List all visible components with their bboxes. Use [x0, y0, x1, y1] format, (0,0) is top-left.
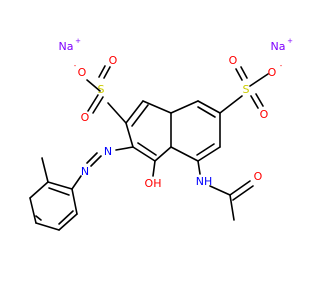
- atom-s-left: S: [98, 83, 105, 96]
- bond: [29, 181, 49, 199]
- atom-o-left-anion: O: [78, 66, 87, 79]
- charge-o-right-anion: -: [280, 62, 283, 70]
- bond: [29, 197, 37, 224]
- bond: [235, 68, 243, 81]
- bond: [197, 146, 221, 162]
- bond: [87, 94, 99, 112]
- bond: [170, 100, 199, 114]
- bonds: [29, 65, 269, 231]
- bond: [154, 146, 172, 162]
- bond: [196, 143, 215, 156]
- bond: [47, 181, 73, 190]
- bond: [125, 122, 134, 148]
- bond: [92, 96, 104, 114]
- bond: [152, 160, 156, 177]
- bond: [219, 95, 243, 114]
- bond: [229, 180, 251, 196]
- bond: [48, 187, 70, 196]
- bond: [255, 93, 264, 107]
- atom-amide-o: O: [254, 170, 263, 183]
- bond: [249, 73, 269, 87]
- charge-o-left-anion: -: [74, 62, 77, 70]
- atom-o-right-top: O: [229, 54, 238, 67]
- atom-hydroxyl: OH: [145, 177, 162, 190]
- atom-n-azo-2: N: [81, 165, 89, 178]
- charge-na-right: +: [287, 37, 293, 45]
- bond: [86, 79, 101, 92]
- bond: [103, 66, 111, 79]
- bond: [137, 142, 157, 156]
- molecule-diagram: Na + O - S O O Na + O - S O O N N OH NH …: [29, 37, 294, 231]
- bond: [229, 194, 235, 221]
- bond: [125, 100, 144, 124]
- bond: [86, 152, 98, 164]
- atom-o-left-bottom: O: [81, 111, 90, 124]
- bond: [58, 213, 78, 231]
- atom-na-left: Na: [59, 40, 74, 53]
- bond: [58, 210, 74, 225]
- atom-n-azo-1: N: [104, 145, 112, 158]
- bond: [197, 160, 201, 175]
- bond: [209, 185, 231, 196]
- atom-o-right-anion: O: [268, 66, 277, 79]
- bond: [71, 188, 78, 215]
- atom-na-right: Na: [271, 40, 286, 53]
- bond: [250, 95, 259, 109]
- atom-labels: Na + O - S O O Na + O - S O O N N OH NH …: [59, 37, 294, 190]
- bond: [132, 146, 156, 162]
- bond: [107, 102, 127, 124]
- bond: [41, 157, 49, 183]
- bond: [142, 100, 172, 114]
- bond: [90, 155, 102, 167]
- bond: [197, 100, 221, 114]
- bond: [35, 215, 42, 221]
- atom-o-right-bottom: O: [260, 108, 269, 121]
- bond: [115, 146, 134, 151]
- charge-na-left: +: [75, 37, 81, 45]
- bond: [71, 175, 82, 190]
- bond: [35, 222, 60, 231]
- bond: [197, 106, 216, 118]
- atom-s-right: S: [243, 83, 250, 96]
- atom-amide-n: NH: [196, 175, 213, 188]
- structure-svg: Na + O - S O O Na + O - S O O N N OH NH …: [29, 37, 294, 231]
- bond: [170, 146, 199, 162]
- bond: [240, 66, 248, 79]
- bond: [232, 185, 254, 201]
- bond: [131, 104, 149, 127]
- atom-o-left-top: O: [109, 54, 118, 67]
- bond: [98, 65, 106, 78]
